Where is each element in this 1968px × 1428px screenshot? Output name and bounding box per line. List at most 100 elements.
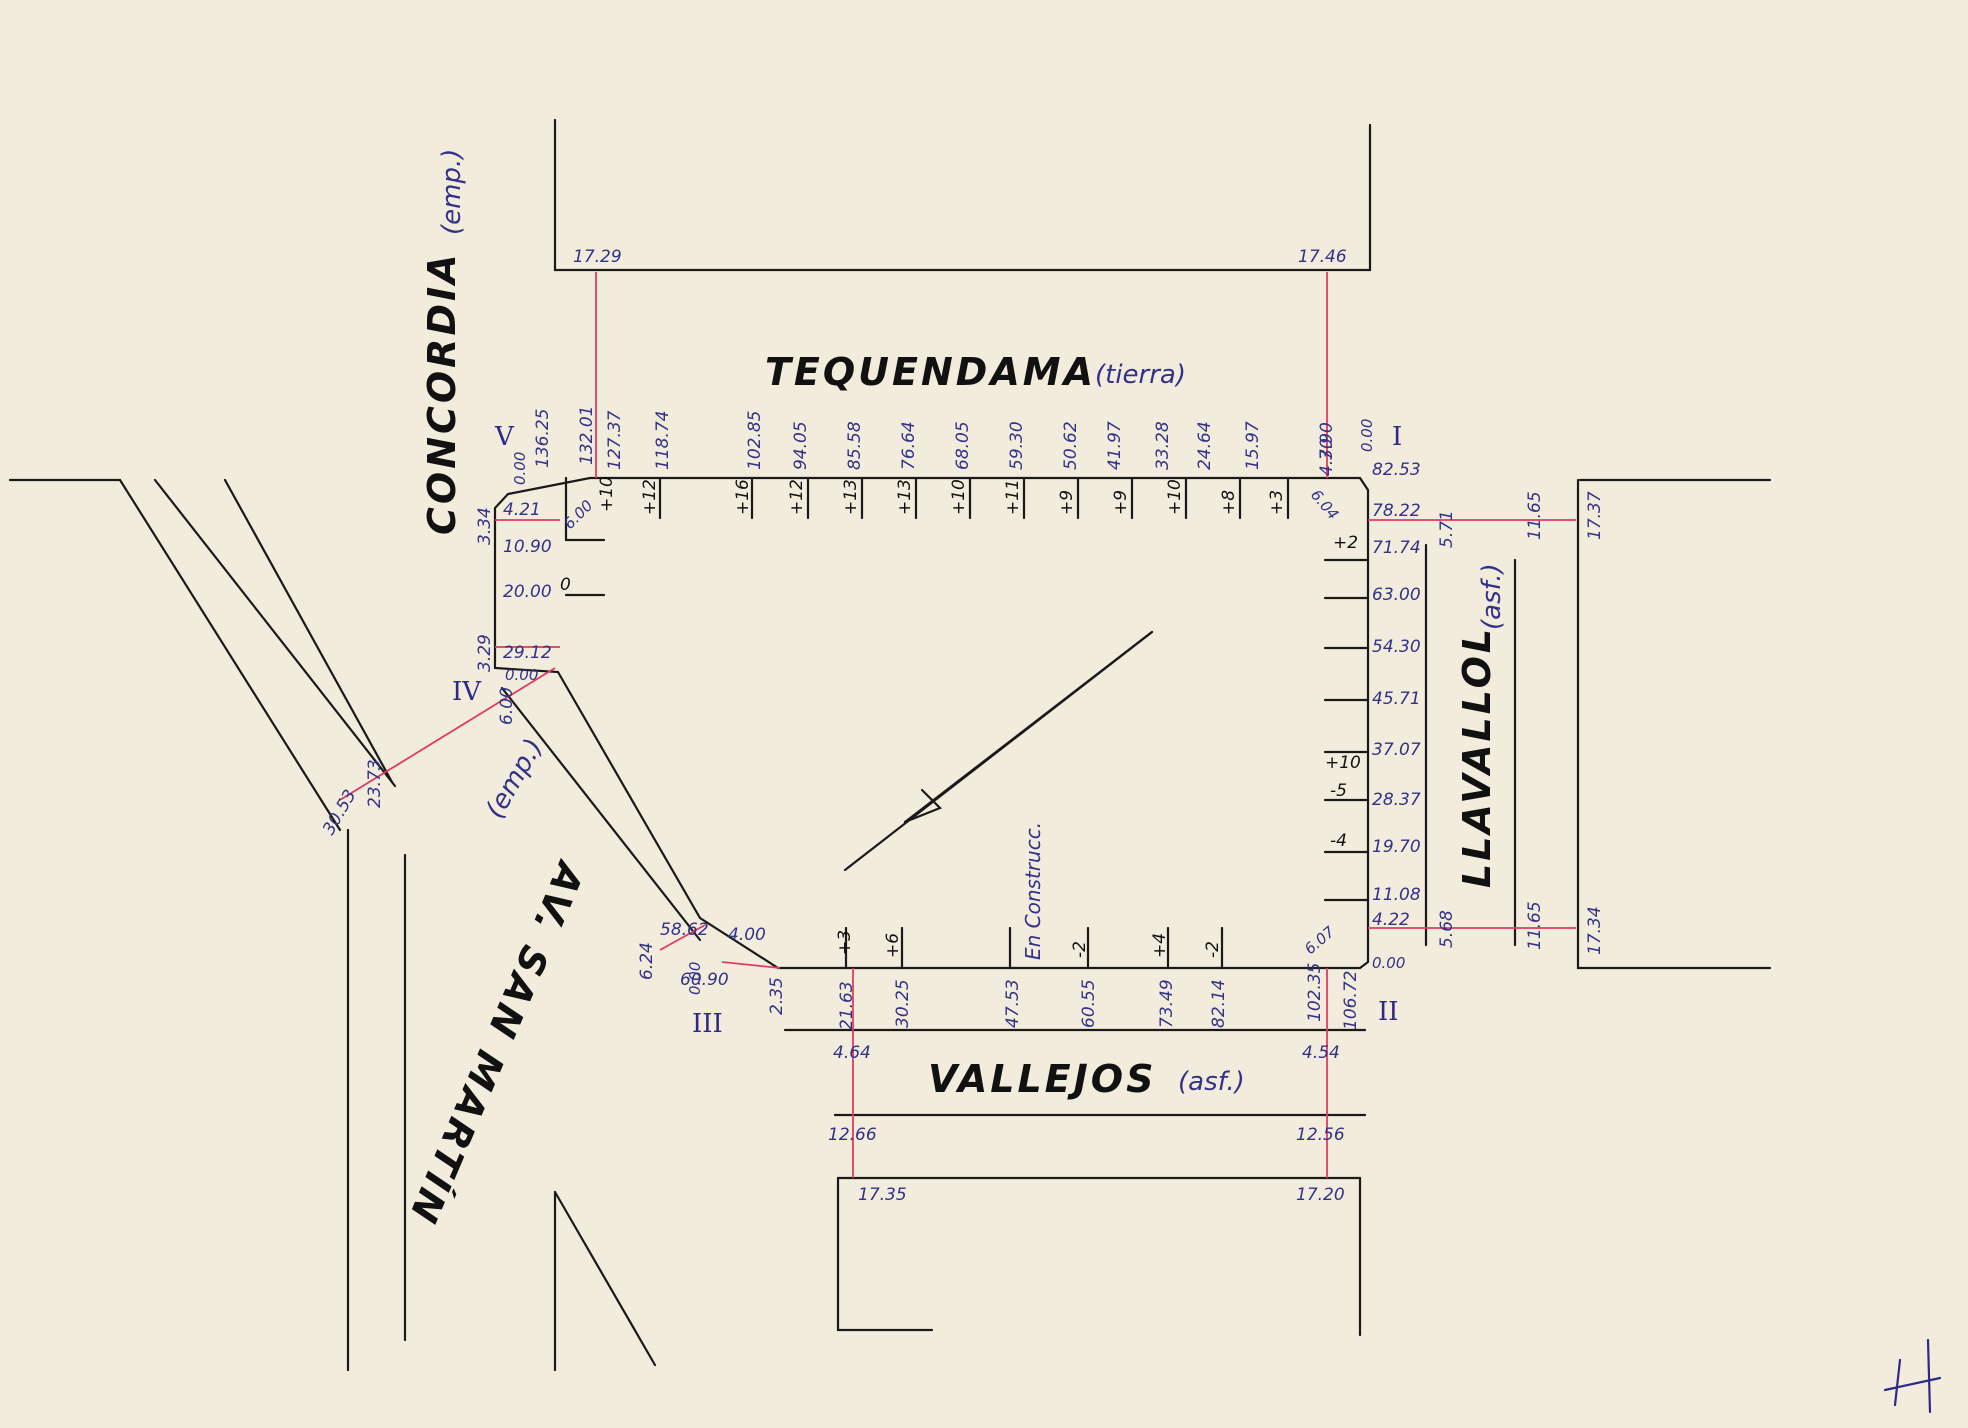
station-ll-9: 4.22	[1372, 910, 1410, 930]
level-tq-11: +3	[1267, 490, 1287, 515]
station-cc-1: 10.90	[503, 537, 552, 557]
level-vj-2: -2	[1070, 941, 1090, 958]
station-cc-2: 20.00	[503, 582, 552, 602]
level-tq-9: +10	[1165, 479, 1185, 515]
block-outline	[493, 476, 1370, 970]
level-tq-1: +16	[733, 479, 753, 515]
street-name-tequendama: TEQUENDAMA	[765, 350, 1096, 394]
label-iv-zero: 0.00	[505, 666, 538, 684]
station-vj-0: 2.35	[767, 977, 787, 1015]
station-tq-3: 94.05	[791, 421, 811, 470]
width-sm-b: 30.53	[319, 786, 361, 838]
level-tq-6: +11	[1003, 479, 1023, 515]
level-vj-4: -2	[1203, 941, 1223, 958]
vertex-label-ii: II	[1378, 997, 1399, 1027]
label-v-zero: 0.00	[511, 452, 529, 485]
station-tq-1: 118.74	[653, 411, 673, 470]
station-tq-6: 68.05	[953, 421, 973, 470]
station-vj-6: 82.14	[1209, 979, 1229, 1028]
label-v-start: 136.25	[533, 409, 553, 468]
label-ii-end: 106.72	[1341, 971, 1361, 1030]
street-name-concordia: CONCORDIA	[420, 251, 464, 535]
street-name-san-martin: AV. SAN MARTÍN	[400, 854, 593, 1232]
level-tq-0: +12	[640, 479, 660, 515]
station-tq-2: 102.85	[745, 411, 765, 470]
station-tq-7: 59.30	[1007, 421, 1027, 470]
width-tq-left: 17.29	[573, 247, 622, 267]
llavallol-stations: 78.22 71.74 63.00 54.30 45.71 37.07 28.3…	[1372, 501, 1421, 930]
level-vj-3: +4	[1150, 933, 1170, 958]
vertex-label-v: V	[494, 422, 515, 452]
width-ll-bot-c: 17.34	[1585, 906, 1605, 955]
level-tq-3: +13	[841, 479, 861, 515]
street-surface-vallejos: (asf.)	[1178, 1067, 1245, 1097]
station-ll-2: 63.00	[1372, 585, 1421, 605]
station-ll-8: 11.08	[1372, 885, 1421, 905]
width-sm-a: 23.73	[365, 759, 385, 808]
label-i-a: 6.04	[1307, 486, 1342, 523]
width-ll-bot-b: 11.65	[1525, 901, 1545, 950]
station-vj-4: 60.55	[1079, 979, 1099, 1028]
street-name-llavallol: LLAVALLOL	[1455, 626, 1499, 888]
station-tq-8: 50.62	[1061, 421, 1081, 470]
station-tq-14: 4.30	[1317, 438, 1337, 476]
station-ll-6: 28.37	[1372, 790, 1421, 810]
label-iii-zero: 0.00	[686, 962, 704, 995]
label-iv-b: 3.29	[475, 634, 495, 672]
level-tq-small: +10	[597, 476, 617, 512]
label-v-end: 132.01	[577, 406, 597, 465]
width-ll-top-c: 17.37	[1585, 491, 1605, 540]
width-vj-left-top: 4.64	[833, 1043, 871, 1063]
level-tq-10: +8	[1219, 490, 1239, 515]
station-tq-10: 33.28	[1153, 421, 1173, 470]
station-ll-3: 54.30	[1372, 637, 1421, 657]
label-i-zero: 0.00	[1358, 419, 1376, 452]
street-surface-tequendama: (tierra)	[1095, 360, 1186, 390]
station-ll-5: 37.07	[1372, 740, 1421, 760]
width-ll-top-b: 11.65	[1525, 491, 1545, 540]
llavallol-levels: +2 +10 -5 -4	[1325, 533, 1361, 851]
label-ii-zero: 0.00	[1372, 954, 1405, 972]
vallejos-stations: 2.35 21.63 30.25 47.53 60.55 73.49 82.14…	[767, 963, 1325, 1030]
width-vj-right-mid: 12.56	[1296, 1125, 1345, 1145]
label-ii-a: 6.07	[1301, 923, 1339, 959]
station-cc-0: 4.21	[503, 500, 541, 520]
width-vj-right-top: 4.54	[1302, 1043, 1340, 1063]
vallejos-ticks	[844, 926, 1224, 970]
station-vj-7: 102.35	[1305, 963, 1325, 1022]
tequendama-levels: +12 +16 +12 +13 +13 +10 +11 +9 +9 +10 +8…	[597, 476, 1287, 515]
level-ll-1: +10	[1325, 753, 1361, 773]
station-tq-4: 85.58	[845, 421, 865, 470]
street-surface-san-martin: (emp.)	[480, 734, 549, 824]
tequendama-stations: 127.37 118.74 102.85 94.05 85.58 76.64 6…	[605, 410, 1337, 476]
station-tq-5: 76.64	[899, 421, 919, 470]
station-tq-0: 127.37	[605, 410, 625, 470]
width-ll-top-a: 5.71	[1437, 510, 1457, 548]
tequendama-ticks	[564, 476, 1290, 597]
station-ll-4: 45.71	[1372, 689, 1421, 709]
level-ll-3: -4	[1330, 831, 1347, 851]
level-tq-4: +13	[895, 479, 915, 515]
street-name-vallejos: VALLEJOS	[928, 1057, 1156, 1101]
concordia-stations: 4.21 10.90 20.00 29.12 0	[503, 500, 571, 663]
concordia-zero-mark: 0	[560, 575, 571, 595]
measurement-lines	[339, 272, 1576, 1178]
station-tq-9: 41.97	[1105, 421, 1125, 470]
station-ll-1: 71.74	[1372, 538, 1421, 558]
vertex-label-i: I	[1392, 422, 1402, 452]
vertex-label-iv: IV	[452, 677, 482, 707]
level-tq-7: +9	[1057, 490, 1077, 515]
station-tq-12: 15.97	[1243, 421, 1263, 470]
vallejos-levels: +3 +6 -2 +4 -2	[835, 930, 1223, 958]
width-tq-right: 17.46	[1298, 247, 1347, 267]
width-vj-left-mid: 12.66	[828, 1125, 877, 1145]
label-i-point: 82.53	[1372, 460, 1421, 480]
level-tq-8: +9	[1111, 490, 1131, 515]
llavallol-ticks	[1323, 558, 1370, 902]
label-v-a: 3.34	[475, 507, 495, 545]
station-vj-2: 30.25	[893, 979, 913, 1028]
level-vj-0: +3	[835, 930, 855, 955]
station-vj-3: 47.53	[1003, 979, 1023, 1028]
